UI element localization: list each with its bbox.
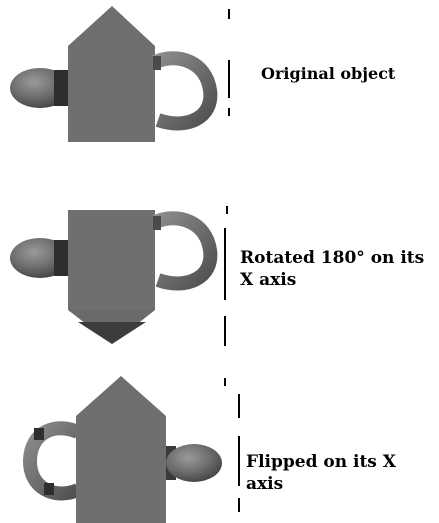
caption-flipped-object: Flipped on its X axis — [246, 452, 396, 494]
handle-joint-top — [153, 56, 161, 70]
axis-mark-mid — [228, 60, 230, 98]
knob-right — [166, 444, 222, 482]
handle-joint-top — [153, 216, 161, 230]
axis-mark-top — [226, 206, 228, 214]
knob-collar — [54, 240, 68, 276]
handle-band — [34, 428, 44, 440]
roof — [68, 6, 155, 46]
knob-collar — [54, 70, 68, 106]
rotated-object — [10, 206, 228, 346]
axis-mark-top — [224, 378, 226, 386]
handle-band-low — [44, 483, 54, 495]
axis-mark-low — [228, 108, 230, 116]
axis-mark-top — [228, 9, 230, 19]
axis-mark-mid2 — [238, 436, 240, 486]
flipped-object — [23, 376, 240, 523]
handle-right — [152, 51, 218, 131]
body — [76, 416, 166, 523]
body — [68, 210, 155, 310]
roof — [76, 376, 166, 416]
caption-rotated-object: Rotated 180° on its X axis — [240, 248, 425, 290]
caption-original-object: Original object — [261, 64, 396, 83]
body — [68, 46, 155, 142]
axis-mark-low — [224, 316, 226, 346]
original-object — [10, 6, 230, 142]
axis-mark-mid — [224, 228, 226, 300]
axis-mark-low — [238, 498, 240, 512]
handle-left — [23, 421, 81, 501]
axis-mark-mid — [238, 394, 240, 418]
handle-right — [152, 211, 218, 291]
roof-inverted-shadow — [78, 322, 146, 344]
